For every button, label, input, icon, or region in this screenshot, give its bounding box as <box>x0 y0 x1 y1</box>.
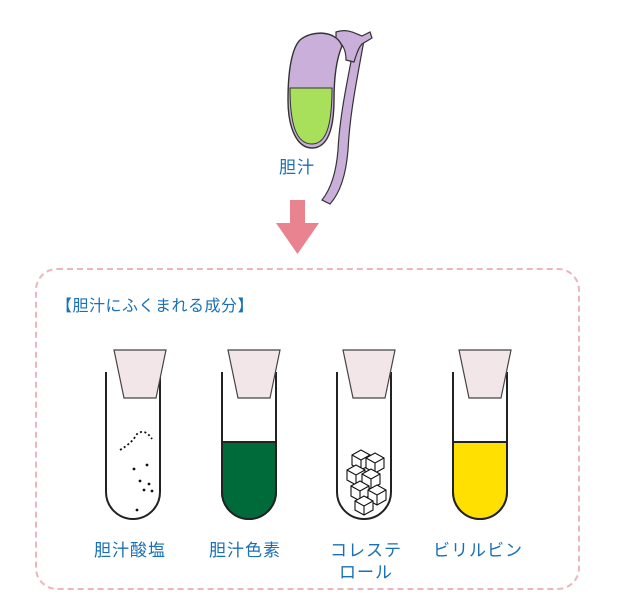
stopper <box>113 349 167 399</box>
test-tube-bile-pigment <box>221 349 281 520</box>
cholesterol-crystals <box>346 449 387 516</box>
gallbladder-illustration <box>287 30 373 205</box>
stopper <box>342 349 396 399</box>
bilirubin-liquid <box>452 441 508 520</box>
pigment-liquid <box>221 441 277 520</box>
bile-label: 胆汁 <box>279 158 315 178</box>
label-bile-pigment: 胆汁色素 <box>209 541 281 561</box>
down-arrow-icon <box>276 200 319 254</box>
bile-fill <box>289 87 333 145</box>
bile-duct <box>321 32 365 205</box>
stopper <box>227 349 281 399</box>
test-tube-bile-salt <box>105 349 167 520</box>
test-tube-bilirubin <box>452 349 512 520</box>
components-title: 【胆汁にふくまれる成分】 <box>56 296 255 315</box>
label-cholesterol: コレステ ロール <box>330 541 402 583</box>
components-box <box>35 268 580 590</box>
label-bilirubin: ビリルビン <box>433 541 523 561</box>
test-tube-cholesterol <box>336 349 396 520</box>
stopper <box>458 349 512 399</box>
label-bile-salt: 胆汁酸塩 <box>94 541 166 561</box>
duct-branch <box>335 30 373 63</box>
